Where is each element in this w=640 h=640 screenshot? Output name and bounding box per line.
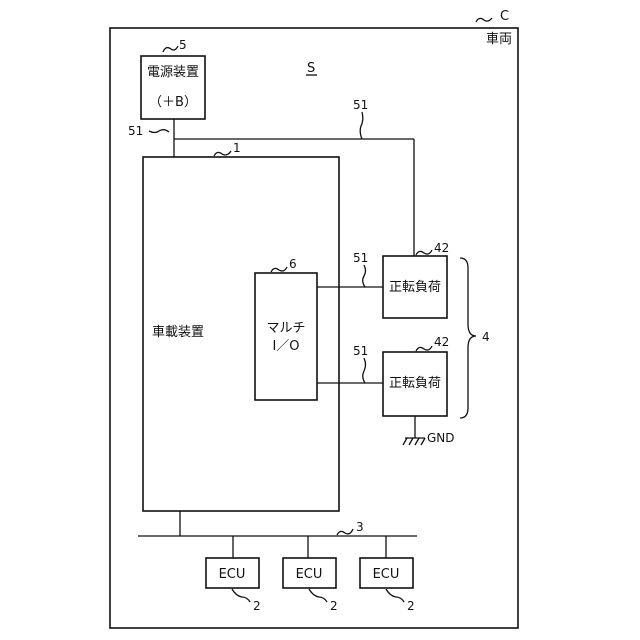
ecu-ref-3-leader [386, 589, 404, 602]
ecu-ref-3: 2 [407, 599, 415, 613]
multi-io-ref: 6 [289, 257, 297, 271]
load-ref-2: 42 [434, 335, 449, 349]
multi-io-label-line1: マルチ [266, 321, 305, 336]
load-label-2: 正転負荷 [389, 376, 441, 391]
load-group-ref: 4 [482, 330, 490, 344]
power-line-ref-left-leader [149, 130, 169, 133]
load-ref-2-leader [416, 346, 432, 351]
ecu-label-2: ECU [296, 567, 323, 582]
bus-ref-leader [337, 529, 353, 535]
multi-io-label-line2: I／O [272, 339, 299, 354]
system-label: S [307, 61, 315, 76]
vehicle-ref: C [500, 9, 509, 24]
load-ref-1-leader [416, 250, 432, 255]
ecu-label-3: ECU [373, 567, 400, 582]
load-group-brace [460, 258, 476, 418]
ecu-ref-2: 2 [330, 599, 338, 613]
ground-hatch-3 [415, 438, 419, 445]
power-supply-sublabel: （＋B） [149, 95, 197, 110]
ground-hatch-2 [409, 438, 413, 445]
vehicle-leader [476, 18, 492, 22]
load-line-ref-1: 51 [353, 251, 368, 265]
ecu-ref-2-leader [309, 589, 327, 602]
load-ref-1: 42 [434, 241, 449, 255]
onboard-device-ref: 1 [233, 141, 241, 155]
load-line-ref-2-leader [363, 358, 366, 383]
power-line-ref-top: 51 [353, 98, 368, 112]
power-supply-ref: 5 [179, 38, 187, 52]
power-supply-leader [163, 46, 178, 52]
load-line-ref-1-leader [363, 265, 366, 287]
ground-hatch-1 [403, 438, 407, 445]
vehicle-label: 車両 [486, 32, 512, 47]
ground-hatch-4 [421, 438, 425, 445]
power-supply-label: 電源装置 [147, 65, 199, 80]
power-line-ref-left: 51 [128, 124, 143, 138]
load-line-ref-2: 51 [353, 344, 368, 358]
onboard-device-leader [214, 151, 231, 156]
load-label-1: 正転負荷 [389, 280, 441, 295]
multi-io-box [255, 273, 317, 400]
ecu-ref-1-leader [232, 589, 250, 602]
ecu-ref-1: 2 [253, 599, 261, 613]
ground-label: GND [427, 431, 455, 445]
bus-ref: 3 [356, 520, 364, 534]
ecu-label-1: ECU [219, 567, 246, 582]
power-line-ref-top-leader [360, 112, 363, 139]
onboard-device-label: 車載装置 [152, 325, 204, 340]
